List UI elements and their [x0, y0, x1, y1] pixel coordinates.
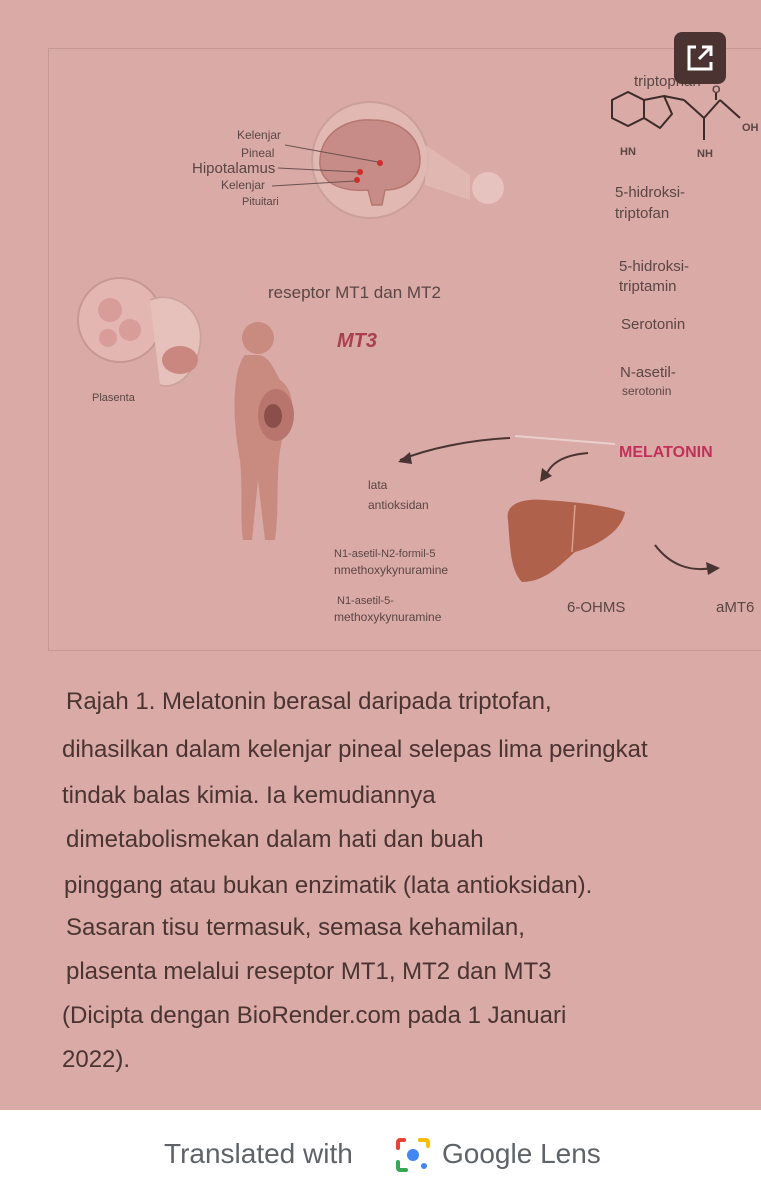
route-label-a: lata	[368, 478, 388, 492]
htp-label-b: triptofan	[615, 205, 670, 222]
amk-label-b: methoxykynuramine	[334, 610, 442, 624]
ohms-label: 6-OHMS	[567, 599, 626, 616]
fetus-small	[162, 346, 198, 374]
placenta-circle	[77, 277, 163, 363]
caption-line: plasenta melalui reseptor MT1, MT2 dan M…	[66, 958, 552, 985]
figure-illustration	[77, 90, 741, 582]
tryptophan-structure	[611, 90, 741, 140]
afmk-label-a: N1-asetil-N2-formil-5	[334, 548, 436, 560]
caption-line: dimetabolismekan dalam hati dan buah	[66, 826, 484, 853]
caption-line: Sasaran tisu termasuk, semasa kehamilan,	[66, 914, 525, 941]
afmk-label-b: nmethoxykynuramine	[334, 563, 449, 577]
translated-with-text: Translated with	[164, 1138, 353, 1169]
nh2-label: NH	[697, 148, 713, 160]
open-external-icon	[687, 45, 713, 71]
route-label-b: antioksidan	[368, 498, 429, 512]
caption-line: tindak balas kimia. Ia kemudiannya	[62, 782, 436, 809]
open-external-button[interactable]	[674, 32, 726, 84]
placenta-label: Plasenta	[92, 392, 135, 404]
caption-line: Rajah 1. Melatonin berasal daripada trip…	[66, 688, 552, 715]
serotonin-label: Serotonin	[621, 316, 686, 333]
google-lens-icon	[396, 1138, 430, 1172]
melatonin-label: MELATONIN	[619, 444, 713, 461]
figure-frame	[48, 48, 761, 651]
caption-line: pinggang atau bukan enzimatik (lata anti…	[64, 872, 593, 899]
caption-line: dihasilkan dalam kelenjar pineal selepas…	[62, 736, 648, 763]
google-lens-brand: Google Lens	[442, 1138, 601, 1169]
pineal-label-a: Kelenjar	[237, 128, 282, 142]
ht-label-a: 5-hidroksi-	[619, 258, 690, 275]
mt3-label: MT3	[337, 330, 377, 352]
pituitary-label-a: Kelenjar	[221, 178, 266, 192]
brain-shape	[319, 119, 421, 206]
pituitary-label-b: Pituitari	[242, 196, 279, 208]
caption-line: (Dicipta dengan BioRender.com pada 1 Jan…	[62, 1002, 567, 1029]
pregnant-figure	[234, 322, 294, 540]
caption-line: 2022).	[62, 1046, 131, 1073]
nas-label-a: N-asetil-	[620, 364, 676, 381]
hypothalamus-dot	[357, 169, 363, 175]
amk-label-a: N1-asetil-5-	[337, 595, 394, 607]
translation-footer	[0, 1110, 761, 1200]
pineal-label-b: Pineal	[241, 146, 275, 160]
htp-label-a: 5-hidroksi-	[615, 184, 686, 201]
amt6-label: aMT6	[716, 599, 755, 616]
head-small	[472, 172, 504, 204]
hypothalamus-label: Hipotalamus	[192, 160, 276, 177]
oh-label: OH	[742, 122, 759, 134]
receptor-label: reseptor MT1 dan MT2	[268, 283, 441, 302]
pituitary-dot	[354, 177, 360, 183]
ht-label-b: triptamin	[619, 278, 677, 295]
nas-label-b: serotonin	[622, 384, 672, 398]
arrow-antioxidant	[399, 437, 511, 461]
arrow-amt6	[654, 544, 713, 571]
liver-shape	[507, 499, 625, 582]
pineal-dot	[377, 160, 383, 166]
arrow-liver	[544, 452, 589, 479]
hn-label: HN	[620, 146, 636, 158]
o-label: O	[712, 84, 721, 96]
